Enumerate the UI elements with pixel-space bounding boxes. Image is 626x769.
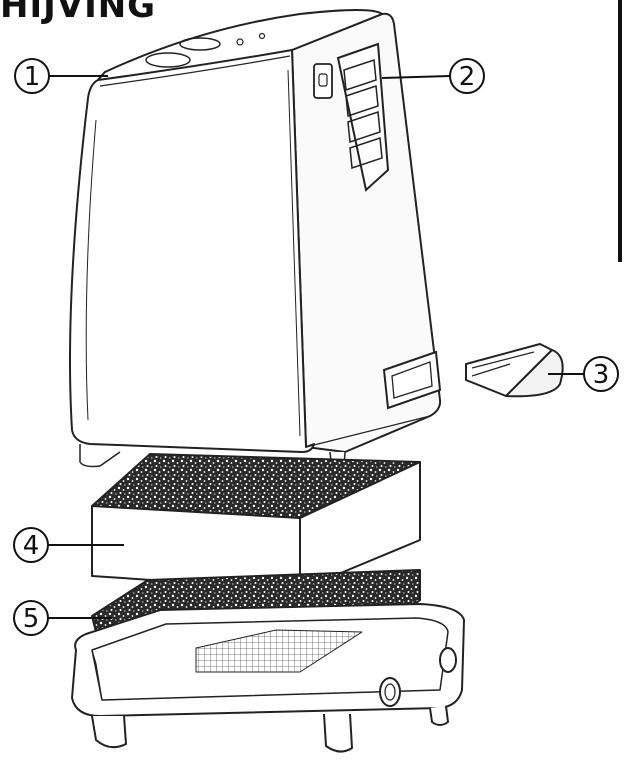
callout-1-number: 1	[24, 62, 41, 92]
side-rule	[618, 0, 622, 262]
foam-filter-block	[91, 453, 421, 591]
callout-5: 5	[13, 600, 112, 636]
callout-1: 1	[14, 58, 108, 94]
vent-grille	[313, 42, 390, 192]
callout-4: 4	[13, 527, 124, 563]
callout-5-number: 5	[23, 604, 40, 634]
page-heading: HIJVING	[0, 0, 157, 26]
drawer-cartridge	[465, 343, 564, 398]
callout-3-number: 3	[593, 360, 610, 390]
base-tray	[71, 603, 465, 753]
callout-4-number: 4	[23, 531, 40, 561]
callout-2-number: 2	[459, 62, 476, 92]
main-housing	[69, 9, 442, 471]
callout-3: 3	[548, 356, 619, 392]
callout-2: 2	[381, 58, 485, 94]
side-slot	[382, 350, 442, 410]
